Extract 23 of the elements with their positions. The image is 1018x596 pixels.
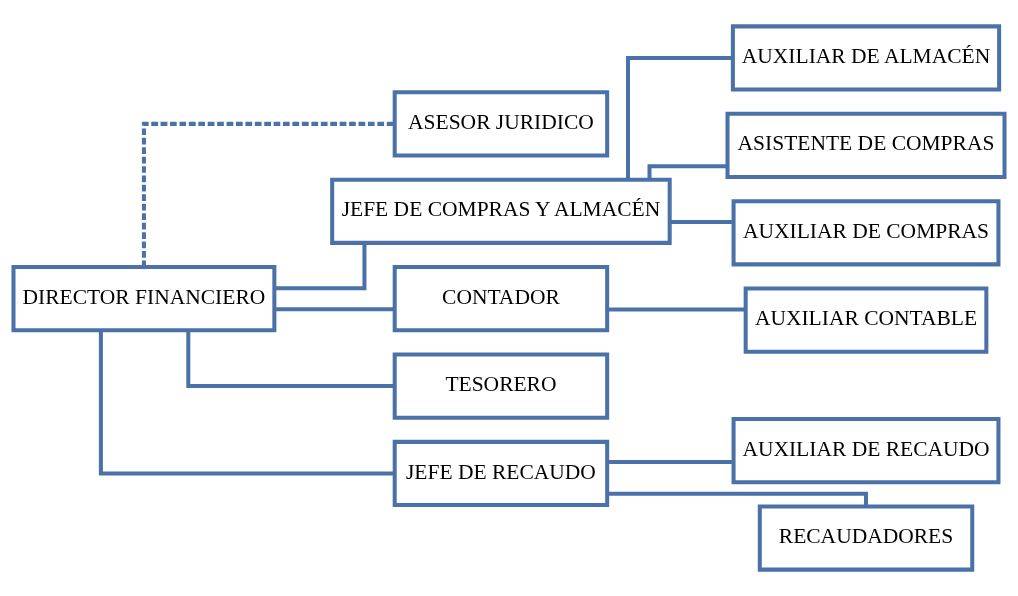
connector — [98, 330, 395, 476]
connector — [607, 307, 746, 312]
connector — [141, 121, 395, 267]
node-box: ASISTENTE DE COMPRAS — [725, 111, 1007, 179]
node-box: JEFE DE COMPRAS Y ALMACÉN — [330, 177, 672, 245]
connector — [670, 220, 734, 225]
node-box: AUXILIAR DE RECAUDO — [731, 417, 1001, 485]
node-box: DIRECTOR FINANCIERO — [11, 265, 277, 333]
connector — [607, 460, 734, 465]
node-box: JEFE DE RECAUDO — [392, 439, 610, 508]
connector — [186, 330, 395, 389]
connector — [274, 243, 367, 291]
node-box: CONTADOR — [392, 265, 610, 333]
node-box: TESORERO — [392, 352, 610, 420]
node-box: RECAUDADORES — [757, 504, 975, 572]
node-box: AUXILIAR DE COMPRAS — [731, 199, 1001, 267]
node-box: AUXILIAR DE ALMACÉN — [730, 24, 1002, 92]
node-box: ASESOR JURIDICO — [392, 90, 610, 158]
connector — [626, 55, 733, 180]
connector — [647, 164, 728, 180]
connector — [607, 491, 869, 507]
node-box: AUXILIAR CONTABLE — [743, 286, 989, 354]
connector — [274, 307, 395, 312]
